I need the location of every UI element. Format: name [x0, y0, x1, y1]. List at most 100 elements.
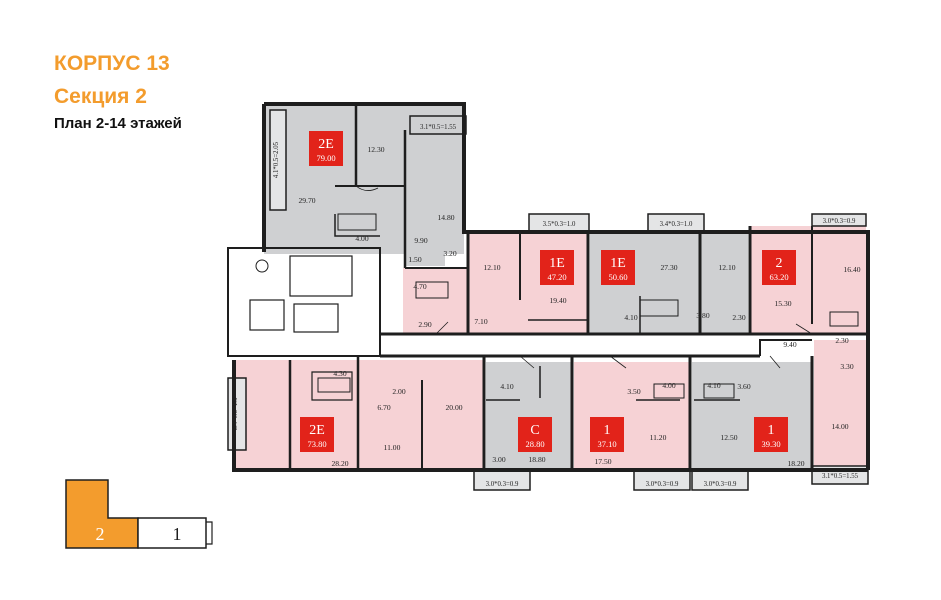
section-title: Секция 2	[54, 85, 147, 108]
apartment-type: 1	[768, 423, 775, 438]
apartment-area: 79.00	[316, 153, 335, 163]
room-area: 1.50	[408, 255, 421, 264]
balcony-area: 3.4*0.3=1.0	[660, 221, 693, 228]
room-area: 12.30	[367, 145, 384, 154]
room-area: 3.00	[492, 455, 505, 464]
apartment-badge-box[interactable]	[309, 131, 343, 166]
apartment-area: 28.80	[525, 439, 544, 449]
room-area: 14.00	[831, 422, 848, 431]
apt-fill-bot-e[interactable]	[814, 340, 866, 468]
apartment-area: 63.20	[769, 272, 788, 282]
room-area: 7.10	[474, 317, 487, 326]
apartment-area: 73.80	[307, 439, 326, 449]
apartment-type: 2E	[318, 137, 334, 152]
apartment-badge-box[interactable]	[540, 250, 574, 285]
room-area: 4.10	[707, 381, 720, 390]
room-area: 14.80	[437, 213, 454, 222]
room-area: 29.70	[298, 196, 315, 205]
apartment-badge-box[interactable]	[590, 417, 624, 452]
room-area: 11.00	[384, 443, 401, 452]
apartment-type: 1E	[610, 256, 626, 271]
room-area: 3.50	[627, 387, 640, 396]
room-area: 2.00	[392, 387, 405, 396]
room-area: 4.10	[624, 313, 637, 322]
room-area: 12.10	[718, 263, 735, 272]
balcony-area: 3.0*0.3=0.9	[646, 481, 679, 488]
apartment-badges: 2E79.001E47.201E50.60263.202E73.80С28.80…	[300, 131, 796, 452]
apt-fill-top-d[interactable]	[403, 268, 467, 334]
apartment-badge-box[interactable]	[300, 417, 334, 452]
apt-fill-bot-d[interactable]	[692, 362, 812, 470]
room-area: 3.30	[840, 362, 853, 371]
balcony-area: 3.5*0.3=1.0	[543, 221, 576, 228]
room-area: 27.30	[660, 263, 677, 272]
balcony-fill	[648, 214, 704, 232]
apt-fill-bot-b[interactable]	[486, 362, 572, 470]
apartment-badge-box[interactable]	[601, 250, 635, 285]
balcony-area: 3.0*0.3=0.9	[823, 218, 856, 225]
room-area: 17.50	[594, 457, 611, 466]
room-area: 4.70	[413, 282, 426, 291]
balcony-area: 3.1*0.5=1.55	[420, 124, 457, 131]
apartment-badge-box[interactable]	[762, 250, 796, 285]
apartment-badge[interactable]: 139.30	[754, 417, 788, 452]
room-area: 4.30	[333, 369, 346, 378]
apartment-badge[interactable]: С28.80	[518, 417, 552, 452]
room-area: 19.40	[549, 296, 566, 305]
apartment-badge[interactable]: 263.20	[762, 250, 796, 285]
balcony-area: 3.0*0.3=0.9	[704, 481, 737, 488]
floor-plan-title: План 2-14 этажей	[54, 115, 182, 132]
apartment-area: 47.20	[547, 272, 566, 282]
balcony-labels: 3.1*0.5=1.55 4.1*0.5=2.05 3.5*0.3=1.0 3.4*0…	[232, 124, 859, 488]
room-area: 9.90	[414, 236, 427, 245]
apartment-area: 39.30	[761, 439, 780, 449]
apartment-badge-box[interactable]	[518, 417, 552, 452]
balcony-fill	[812, 214, 866, 226]
apartment-type: С	[530, 423, 539, 438]
room-area: 2.90	[418, 320, 431, 329]
section-key-other[interactable]	[137, 517, 207, 549]
room-area: 12.50	[720, 433, 737, 442]
room-area: 12.10	[483, 263, 500, 272]
room-area: 3.20	[443, 249, 456, 258]
room-area: 6.70	[377, 403, 390, 412]
section-key-current-label: 2	[96, 524, 105, 544]
room-area: 4.00	[662, 381, 675, 390]
balcony-fill	[270, 110, 286, 210]
apartment-type: 2E	[309, 423, 325, 438]
room-area: 11.20	[650, 433, 667, 442]
apartment-area: 50.60	[608, 272, 627, 282]
room-area: 9.40	[783, 340, 796, 349]
balcony-area: 5.4*0.3=1.6	[232, 397, 239, 430]
room-area: 16.40	[843, 265, 860, 274]
balcony-area: 4.1*0.5=2.05	[273, 141, 280, 178]
balcony-area: 3.0*0.3=0.9	[486, 481, 519, 488]
room-area: 18.20	[787, 459, 804, 468]
apartment-badge-box[interactable]	[754, 417, 788, 452]
apt-fill-bot-c[interactable]	[574, 362, 690, 470]
room-area: 28.20	[331, 459, 348, 468]
room-area: 15.30	[774, 299, 791, 308]
balcony-fill	[529, 214, 589, 232]
apartment-type: 1E	[549, 256, 565, 271]
building-title: КОРПУС 13	[54, 52, 170, 75]
room-area: 2.30	[835, 336, 848, 345]
room-area: 2.30	[732, 313, 745, 322]
section-key-other-label: 1	[173, 524, 182, 544]
balcony-fill	[692, 470, 748, 490]
walls	[227, 102, 870, 491]
balcony-area: 3.1*0.5=1.55	[822, 473, 859, 480]
apartment-badge[interactable]: 137.10	[590, 417, 624, 452]
room-area: 3.80	[696, 311, 709, 320]
room-area: 18.80	[528, 455, 545, 464]
apt-fill-top-left-ext[interactable]	[405, 246, 445, 266]
room-area: 4.10	[500, 382, 513, 391]
apartment-type: 2	[776, 256, 783, 271]
apartment-area: 37.10	[597, 439, 616, 449]
